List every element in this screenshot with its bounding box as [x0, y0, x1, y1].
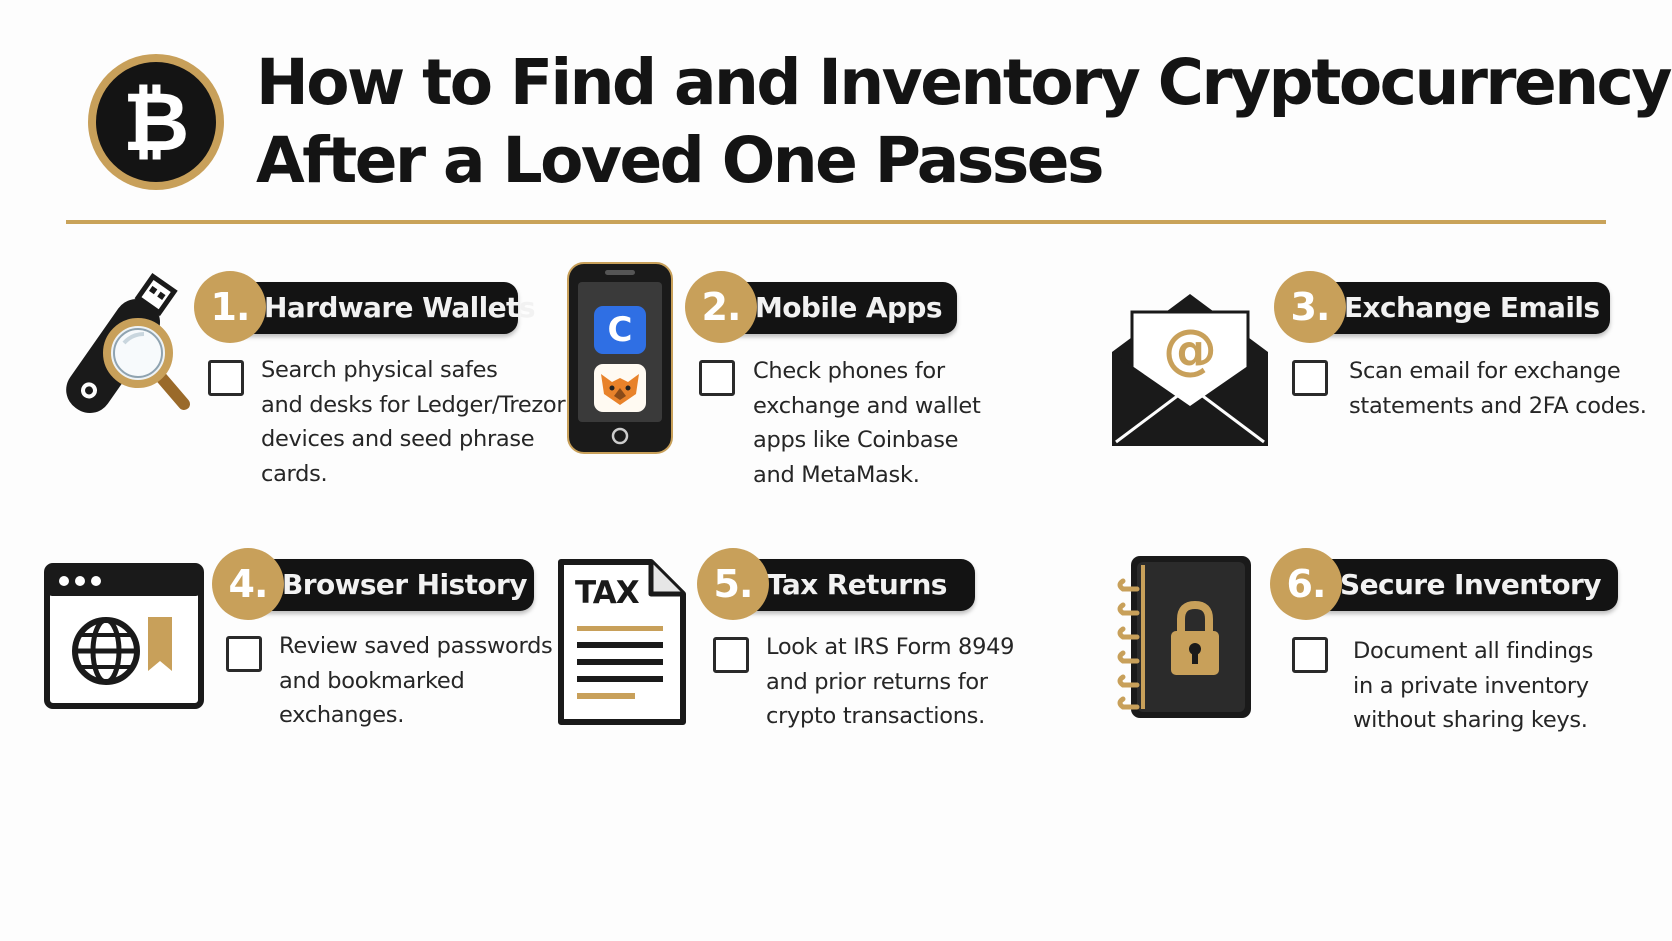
coinbase-app-icon: C: [607, 310, 633, 350]
step-5-line-1: Look at IRS Form 8949: [766, 634, 1015, 660]
step-3-line-1: Scan email for exchange: [1349, 358, 1621, 384]
step-5-title-pill: Tax Returns: [743, 559, 975, 611]
locked-notebook-icon: [1115, 553, 1255, 727]
step-1-line-4: cards.: [261, 460, 328, 487]
step-secure-inventory: Secure Inventory 6. Document all finding…: [1110, 548, 1630, 823]
bitcoin-glyph: ₿: [123, 75, 190, 170]
step-1-number: 1.: [194, 271, 266, 343]
step-4-description: Review saved passwords and bookmarked ex…: [279, 629, 553, 733]
step-2-number: 2.: [685, 271, 757, 343]
step-6-checkbox[interactable]: [1292, 637, 1328, 673]
step-1-line-1: Search physical safes: [261, 357, 498, 383]
step-6-number: 6.: [1270, 548, 1342, 620]
email-envelope-icon: @: [1110, 290, 1270, 454]
step-tax-returns: TAX Tax Returns 5. Look at IRS Form 8949…: [557, 548, 1077, 823]
step-3-description: Scan email for exchange statements and 2…: [1349, 354, 1647, 423]
step-3-line-2: statements and 2FA codes.: [1349, 392, 1647, 419]
step-5-title: Tax Returns: [767, 568, 947, 601]
step-4-title-pill: Browser History: [258, 559, 534, 611]
step-4-title: Browser History: [282, 568, 527, 601]
step-2-line-1: Check phones for: [753, 358, 945, 384]
step-2-description: Check phones for exchange and wallet app…: [753, 354, 981, 492]
step-3-number: 3.: [1274, 271, 1346, 343]
step-hardware-wallets: Hardware Wallets 1. Search physical safe…: [44, 268, 566, 528]
step-3-title-pill: Exchange Emails: [1320, 282, 1610, 334]
header-divider: [66, 220, 1606, 224]
step-6-title: Secure Inventory: [1340, 568, 1601, 601]
step-2-line-3: apps like Coinbase: [753, 427, 959, 453]
step-1-title-pill: Hardware Wallets: [240, 282, 536, 334]
step-exchange-emails: @ Exchange Emails 3. Scan email for exch…: [1110, 268, 1647, 528]
step-4-line-2: and bookmarked: [279, 667, 465, 694]
usb-drive-magnifier-icon: [44, 268, 204, 442]
step-4-line-1: Review saved passwords: [279, 633, 553, 659]
step-1-description: Search physical safes and desks for Ledg…: [261, 353, 566, 491]
tax-label: TAX: [575, 575, 640, 611]
step-6-title-pill: Secure Inventory: [1316, 559, 1618, 611]
step-4-checkbox[interactable]: [226, 636, 262, 672]
page-title-line-2: After a Loved One Passes: [256, 124, 1105, 197]
step-1-line-3: devices and seed phrase: [261, 426, 535, 452]
step-2-line-2: exchange and wallet: [753, 392, 981, 419]
step-5-number: 5.: [697, 548, 769, 620]
step-1-checkbox[interactable]: [208, 360, 244, 396]
bitcoin-coin-icon: ₿: [86, 52, 226, 192]
step-1-title: Hardware Wallets: [264, 291, 536, 324]
step-2-title-pill: Mobile Apps: [731, 282, 957, 334]
tax-document-icon: TAX: [557, 558, 687, 730]
step-2-line-4: and MetaMask.: [753, 461, 920, 488]
step-2-checkbox[interactable]: [699, 360, 735, 396]
step-6-line-1: Document all findings: [1353, 638, 1594, 664]
page-title: How to Find and Inventory Cryptocurrency…: [256, 44, 1672, 200]
step-5-checkbox[interactable]: [713, 637, 749, 673]
browser-globe-bookmark-icon: [44, 563, 204, 717]
page-title-line-1: How to Find and Inventory Cryptocurrency: [256, 46, 1672, 119]
step-3-title: Exchange Emails: [1344, 291, 1600, 324]
smartphone-apps-icon: C: [565, 260, 675, 460]
step-mobile-apps: C Mobile Apps 2. Check phones for exchan…: [565, 262, 1085, 528]
at-sign-glyph: @: [1163, 318, 1217, 381]
step-6-line-3: without sharing keys.: [1353, 707, 1588, 733]
step-3-checkbox[interactable]: [1292, 360, 1328, 396]
step-5-description: Look at IRS Form 8949 and prior returns …: [766, 630, 1014, 734]
step-6-line-2: in a private inventory: [1353, 672, 1589, 699]
step-4-line-3: exchanges.: [279, 702, 405, 728]
step-2-title: Mobile Apps: [755, 291, 943, 324]
step-browser-history: Browser History 4. Review saved password…: [44, 548, 564, 823]
step-5-line-2: and prior returns for: [766, 668, 988, 695]
step-1-line-2: and desks for Ledger/Trezor: [261, 391, 566, 418]
step-4-number: 4.: [212, 548, 284, 620]
step-5-line-3: crypto transactions.: [766, 703, 985, 729]
step-6-description: Document all findings in a private inven…: [1353, 634, 1593, 738]
